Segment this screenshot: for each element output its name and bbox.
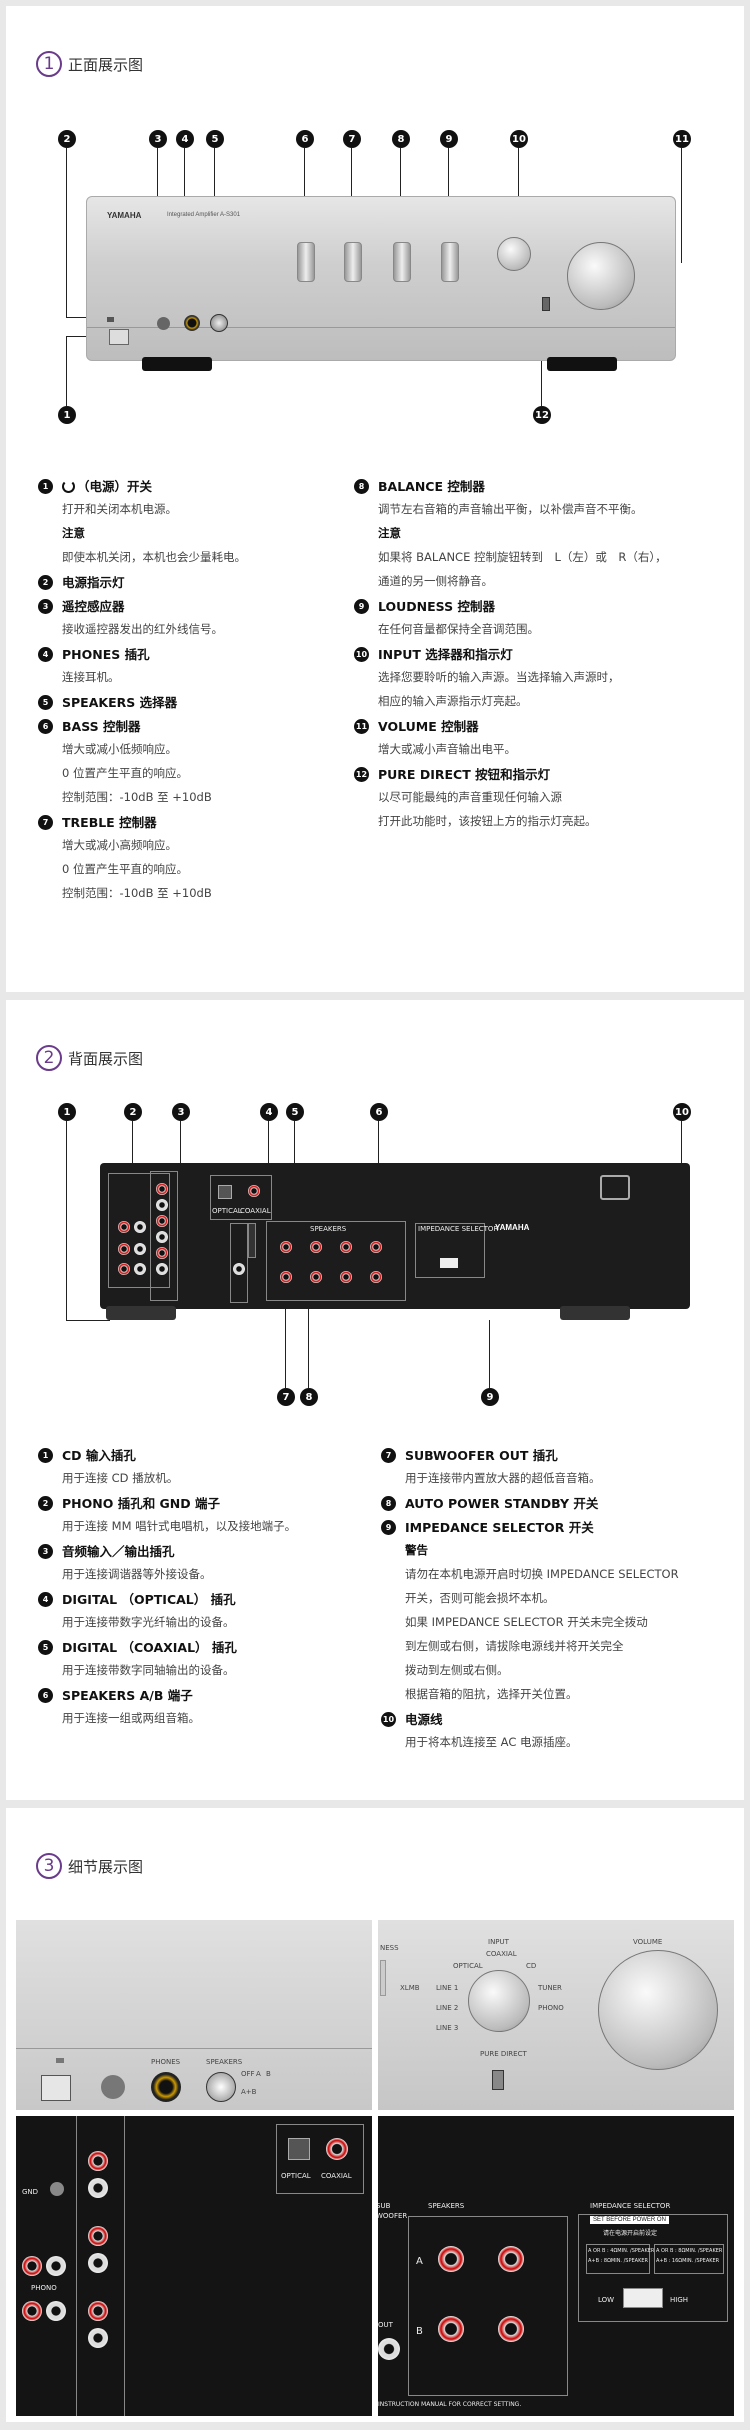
speakers-selector[interactable] <box>210 314 228 332</box>
front-view-section: 1 正面展示图 2 3 4 5 6 7 8 9 10 11 1 12 YAMAH… <box>6 6 744 992</box>
callout-badge: 4 <box>176 130 194 148</box>
callout-badge: 1 <box>58 406 76 424</box>
callout-badge: 7 <box>277 1388 295 1406</box>
input-selector[interactable] <box>497 237 531 271</box>
subwoofer-out-jack[interactable] <box>233 1263 245 1275</box>
section-title: 背面展示图 <box>68 1049 144 1068</box>
detail-front-left: PHONES SPEAKERS OFF A B A+B <box>16 1920 372 2110</box>
coaxial-jack[interactable] <box>248 1185 260 1197</box>
section-title: 细节展示图 <box>68 1857 144 1876</box>
callout-badge: 9 <box>481 1388 499 1406</box>
section-header: 3 细节展示图 <box>36 1853 143 1879</box>
coaxial-jack[interactable] <box>326 2138 348 2160</box>
bass-control[interactable] <box>297 242 315 282</box>
remote-sensor <box>157 317 170 330</box>
section-number: 1 <box>36 51 62 77</box>
section-header: 2 背面展示图 <box>36 1045 143 1071</box>
callout-badge: 3 <box>149 130 167 148</box>
list-item: 1 （电源）开关 打开和关闭本机电源。 注意 即使本机关闭，本机也会少量耗电。 <box>38 476 358 569</box>
treble-control[interactable] <box>344 242 362 282</box>
callout-badge: 3 <box>172 1103 190 1121</box>
speakers-selector[interactable] <box>206 2072 236 2102</box>
callout-badge: 8 <box>392 130 410 148</box>
auto-standby-switch[interactable] <box>248 1223 256 1258</box>
callout-badge: 5 <box>206 130 224 148</box>
callout-badge: 10 <box>510 130 528 148</box>
detail-front-right: NESS INPUT COAXIAL OPTICAL CD XLMB LINE … <box>378 1920 734 2110</box>
section-number: 2 <box>36 1045 62 1071</box>
callout-badge: 7 <box>343 130 361 148</box>
phones-jack[interactable] <box>151 2072 181 2102</box>
callout-badge: 11 <box>673 130 691 148</box>
section-header: 1 正面展示图 <box>36 51 143 77</box>
phones-jack[interactable] <box>184 315 200 331</box>
callout-badge: 6 <box>370 1103 388 1121</box>
callout-badge: 6 <box>296 130 314 148</box>
power-switch[interactable] <box>41 2075 71 2101</box>
callout-badge: 2 <box>58 130 76 148</box>
detail-rear-left: GND PHONO OPTICAL COAXIAL <box>16 2116 372 2416</box>
detail-view-section: 3 细节展示图 PHONES SPEAKERS OFF A B A+B NESS… <box>6 1808 744 2422</box>
rear-view-section: 2 背面展示图 1 2 3 4 5 6 10 7 8 9 OPTICAL COA… <box>6 1000 744 1800</box>
callout-badge: 8 <box>300 1388 318 1406</box>
power-switch[interactable] <box>109 329 129 345</box>
pure-direct-button[interactable] <box>542 297 550 311</box>
loudness-control[interactable] <box>441 242 459 282</box>
callout-badge: 2 <box>124 1103 142 1121</box>
callout-badge: 4 <box>260 1103 278 1121</box>
pure-direct-button[interactable] <box>492 2070 504 2090</box>
balance-control[interactable] <box>393 242 411 282</box>
rear-panel-image: OPTICAL COAXIAL SPEAKERS IMPEDANCE SELEC… <box>100 1163 690 1309</box>
power-indicator <box>107 317 114 322</box>
callout-badge: 12 <box>533 406 551 424</box>
volume-control[interactable] <box>598 1950 718 2070</box>
detail-rear-right: SUB WOOFER OUT SPEAKERS A B IMPEDANCE SE… <box>378 2116 734 2416</box>
subwoofer-out-jack[interactable] <box>378 2338 400 2360</box>
power-icon <box>62 480 75 493</box>
model-label: Integrated Amplifier A-S301 <box>167 212 241 218</box>
section-title: 正面展示图 <box>68 55 144 74</box>
callout-badge: 1 <box>58 1103 76 1121</box>
callout-badge: 9 <box>440 130 458 148</box>
impedance-switch[interactable] <box>623 2288 663 2308</box>
impedance-switch[interactable] <box>440 1258 458 1268</box>
front-panel-image: YAMAHA Integrated Amplifier A-S301 <box>86 196 676 371</box>
optical-jack[interactable] <box>288 2138 310 2160</box>
optical-jack[interactable] <box>218 1185 232 1199</box>
input-selector[interactable] <box>468 1970 530 2032</box>
callout-badge: 5 <box>286 1103 304 1121</box>
section-number: 3 <box>36 1853 62 1879</box>
volume-control[interactable] <box>567 242 635 310</box>
power-cord <box>600 1175 630 1200</box>
callout-badge: 10 <box>673 1103 691 1121</box>
brand-logo: YAMAHA <box>107 211 142 220</box>
front-desc-left: 1 （电源）开关 打开和关闭本机电源。 注意 即使本机关闭，本机也会少量耗电。 … <box>38 476 358 908</box>
